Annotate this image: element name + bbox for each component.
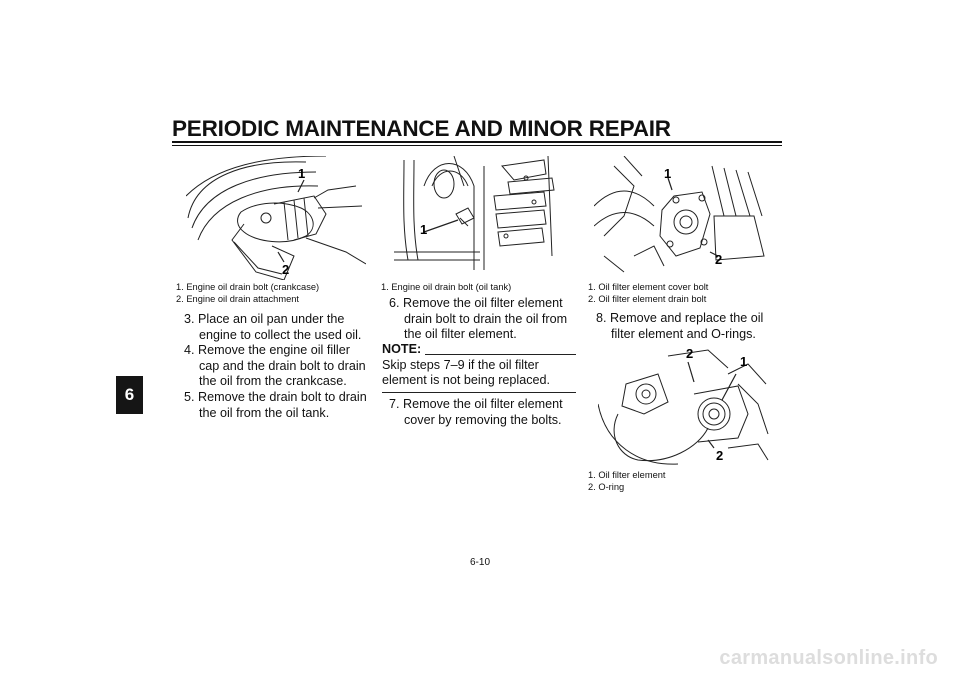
callout-1: 1: [420, 222, 427, 237]
caption-list-col2: 1. Engine oil drain bolt (oil tank): [381, 281, 576, 293]
caption: 2. O-ring: [588, 482, 625, 492]
callout-2-bottom: 2: [716, 448, 723, 463]
chapter-tab: 6: [116, 376, 143, 414]
caption-list-col3a: 1. Oil filter element cover bolt 2. Oil …: [588, 281, 778, 305]
note-text: Skip steps 7–9 if the oil filter element…: [382, 357, 551, 388]
figure-filter-cover-bolts: 1 2: [594, 156, 765, 273]
step-3: 3. Place an oil pan under the engine to …: [184, 312, 362, 342]
callout-2: 2: [282, 262, 289, 277]
header-rule: [172, 141, 782, 143]
step-5: 5. Remove the drain bolt to drain the oi…: [184, 389, 367, 420]
header-rule-thin: [172, 145, 782, 146]
note-box: NOTE: Skip steps 7–9 if the oil filter e…: [382, 342, 576, 393]
callout-2: 2: [715, 252, 722, 267]
caption-list-col1: 1. Engine oil drain bolt (crankcase) 2. …: [176, 281, 366, 305]
step-4: 4. Remove the engine oil filler cap and …: [184, 343, 366, 389]
caption: 2. Oil filter element drain bolt: [588, 294, 707, 304]
callout-1: 1: [298, 166, 305, 181]
step-6: 6. Remove the oil filter element drain b…: [389, 296, 568, 342]
callout-2-top: 2: [686, 346, 693, 361]
callout-1: 1: [664, 166, 671, 181]
callout-1: 1: [740, 354, 747, 369]
figure-filter-element: 2 1 2: [598, 346, 769, 465]
figure-oil-tank-drain: 1: [394, 156, 555, 270]
caption: 1. Oil filter element cover bolt: [588, 282, 709, 292]
steps-col3: 8. Remove and replace the oil filter ele…: [596, 311, 781, 342]
figure-crankcase-drain: 1 2: [186, 156, 366, 280]
step-7: 7. Remove the oil filter element cover b…: [389, 397, 563, 427]
note-rule: [382, 391, 576, 393]
watermark: carmanualsonline.info: [719, 647, 938, 669]
caption: 1. Oil filter element: [588, 470, 666, 480]
steps-col1: 3. Place an oil pan under the engine to …: [184, 312, 368, 421]
step-8: 8. Remove and replace the oil filter ele…: [596, 311, 764, 341]
note-label: NOTE:: [382, 342, 422, 356]
page-header-title: PERIODIC MAINTENANCE AND MINOR REPAIR: [172, 116, 671, 141]
caption: 1. Engine oil drain bolt (oil tank): [381, 282, 512, 292]
steps-col2b: 7. Remove the oil filter element cover b…: [389, 397, 577, 428]
page-number: 6-10: [469, 557, 490, 568]
caption: 2. Engine oil drain attachment: [176, 294, 300, 304]
steps-col2: 6. Remove the oil filter element drain b…: [389, 296, 577, 343]
caption-list-col3b: 1. Oil filter element 2. O-ring: [588, 469, 778, 493]
caption: 1. Engine oil drain bolt (crankcase): [176, 282, 320, 292]
